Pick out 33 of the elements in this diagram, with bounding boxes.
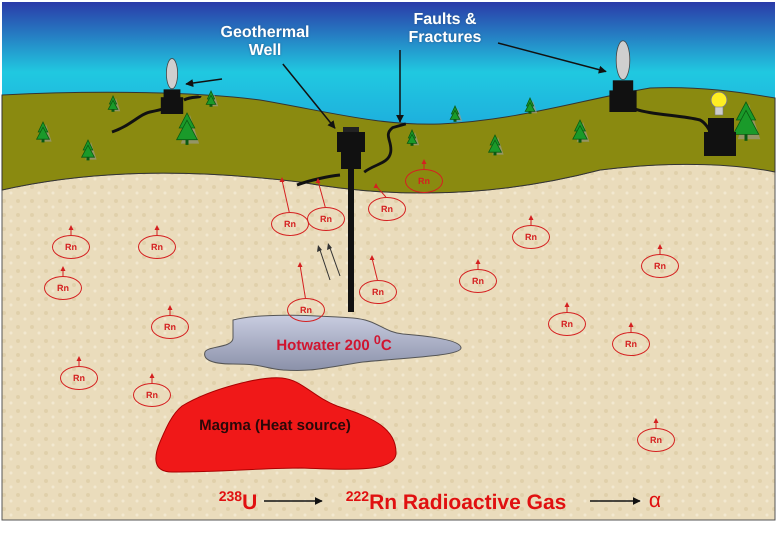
leader-line [282,64,336,129]
radon-ring: Rn [138,235,176,259]
radon-ring: Rn [307,207,345,231]
decay-formula: $^{238}$U [212,486,264,516]
radon-ring: Rn [405,169,443,193]
radon-ring: Rn [133,383,171,407]
radon-ring: Rn [271,212,309,236]
radon-ring: Rn [287,298,325,322]
radon-ring: Rn [637,428,675,452]
radon-ring: Rn [641,254,679,278]
radon-ring: Rn [52,235,90,259]
radon-ring: Rn [359,280,397,304]
radon-ring: Rn [512,225,550,249]
arrow [590,497,641,505]
radon-ring: Rn [368,197,406,221]
arrow [264,497,323,505]
radon-ring: Rn [548,312,586,336]
fault-line-drawing [362,122,408,174]
well-pipe [348,169,354,312]
radon-ring: Rn [459,269,497,293]
decay-formula: $^{222}$Rn Radioactive Gas [322,486,590,516]
radon-ring: Rn [44,276,82,300]
radon-ring: Rn [60,366,98,390]
callout-label: Geothermal Well [205,20,325,64]
radon-ring: Rn [612,332,650,356]
decay-formula: α [640,486,670,516]
leader-line [396,50,404,123]
wellhead-drawing [335,127,367,169]
leader-line [185,78,222,87]
leader-line [498,42,607,74]
callout-label: Faults & Fractures [392,8,498,50]
power-plant-drawing [158,58,186,114]
radon-ring: Rn [151,315,189,339]
